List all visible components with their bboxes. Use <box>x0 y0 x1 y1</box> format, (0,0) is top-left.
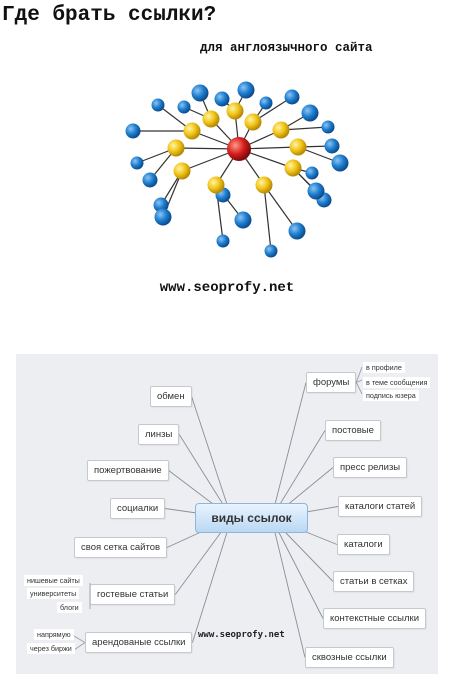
leaf-universities: университеты <box>27 588 80 599</box>
node-forums: форумы <box>306 372 357 393</box>
inner-node-ball <box>207 176 225 194</box>
node-contextual-links: контекстные ссылки <box>323 608 427 629</box>
node-donation: пожертвование <box>87 460 169 481</box>
node-social: социалки <box>110 498 166 519</box>
inner-node-ball <box>202 110 220 128</box>
center-node-ball <box>227 137 251 161</box>
outer-node-ball <box>307 182 325 200</box>
outer-node-ball <box>301 104 319 122</box>
mindmap-connector <box>192 517 232 643</box>
node-postovye: постовые <box>325 420 381 441</box>
outer-node-ball <box>331 154 349 172</box>
outer-node-ball <box>237 81 255 99</box>
outer-node-ball <box>288 222 306 240</box>
outer-node-ball <box>151 98 165 112</box>
inner-node-ball <box>284 159 302 177</box>
leaf-user-signature: подпись юзера <box>363 390 419 401</box>
leaf-in-profile: в профиле <box>363 362 405 373</box>
outer-node-ball <box>130 156 144 170</box>
inner-node-ball <box>244 113 262 131</box>
node-linzy: линзы <box>138 424 180 445</box>
node-network-articles: статьи в сетках <box>333 571 415 592</box>
mindmap-connector <box>355 366 363 383</box>
link-network-illustration <box>125 81 349 258</box>
mindmap-connector <box>73 642 86 651</box>
node-guest-posts: гостевые статьи <box>90 584 176 605</box>
outer-node-ball <box>321 120 335 134</box>
page-subtitle: для англоязычного сайта <box>200 41 373 55</box>
inner-node-ball <box>173 162 191 180</box>
node-rented-links: арендованые ссылки <box>85 632 193 653</box>
outer-node-ball <box>125 123 141 139</box>
leaf-via-exchanges: через биржи <box>27 643 75 654</box>
outer-node-ball <box>259 96 273 110</box>
outer-node-ball <box>214 91 230 107</box>
node-catalogs: каталоги <box>337 534 390 555</box>
inner-node-ball <box>183 122 201 140</box>
inner-node-ball <box>255 176 273 194</box>
mindmap-connector <box>356 379 363 383</box>
mindmap-connector <box>271 517 306 658</box>
leaf-direct: напрямую <box>34 629 74 640</box>
node-sitewide-links: сквозные ссылки <box>305 647 394 668</box>
outer-node-ball <box>234 211 252 229</box>
inner-node-ball <box>226 102 244 120</box>
leaf-in-thread: в теме сообщения <box>363 377 431 388</box>
mindmap-connector <box>355 382 363 395</box>
website-url: www.seoprofy.net <box>159 280 295 296</box>
outer-node-ball <box>142 172 158 188</box>
outer-node-ball <box>191 84 209 102</box>
mindmap-connector <box>271 517 324 619</box>
outer-node-ball <box>216 234 230 248</box>
mindmap-connector <box>271 382 307 519</box>
mindmap-center-node: виды ссылок <box>195 503 308 533</box>
mindmap-connector <box>73 635 86 643</box>
outer-node-ball <box>264 244 278 258</box>
outer-node-ball <box>284 89 300 105</box>
inner-node-ball <box>167 139 185 157</box>
mindmap-connector <box>191 396 232 519</box>
outer-node-ball <box>324 138 340 154</box>
inner-node-ball <box>289 138 307 156</box>
node-obmen: обмен <box>150 386 192 407</box>
inner-node-ball <box>272 121 290 139</box>
outer-node-ball <box>177 100 191 114</box>
page-title: Где брать ссылки? <box>2 4 217 27</box>
outer-node-ball <box>305 166 319 180</box>
node-press-releases: пресс релизы <box>333 457 408 478</box>
mindmap-watermark: www.seoprofy.net <box>198 630 285 640</box>
node-article-catalogs: каталоги статей <box>338 496 423 517</box>
node-own-network: своя сетка сайтов <box>74 537 168 558</box>
leaf-blogs: блоги <box>57 602 82 613</box>
leaf-niche-sites: нишевые сайты <box>24 575 83 586</box>
outer-node-ball <box>154 208 172 226</box>
